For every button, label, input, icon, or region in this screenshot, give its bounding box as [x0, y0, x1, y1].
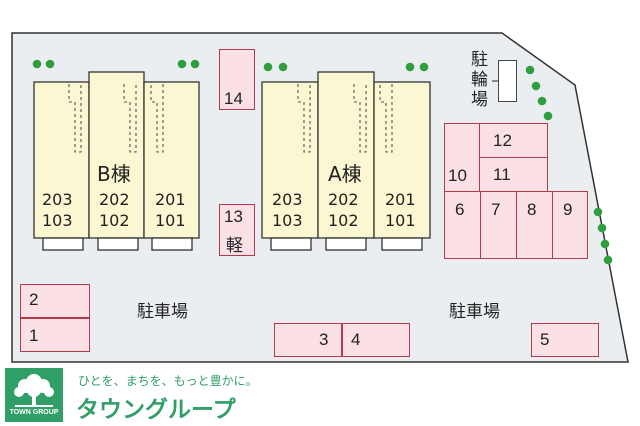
building-a-porch-center — [325, 237, 367, 251]
unit-a-101: 101 — [385, 211, 416, 230]
brand-logo: TOWN GROUP — [5, 368, 63, 422]
unit-b-102: 102 — [99, 211, 130, 230]
building-a-stair-dashes — [297, 84, 393, 153]
unit-a-102: 102 — [328, 211, 359, 230]
unit-a-203: 203 — [272, 190, 303, 209]
unit-b-103: 103 — [42, 211, 73, 230]
building-b-stair-dashes — [68, 84, 164, 153]
bicycle-parking-shed — [498, 60, 517, 102]
building-a-unit-left — [261, 81, 319, 239]
brand-slogan: ひとを、まちを、もっと豊かに。 — [78, 374, 258, 388]
brand-name-en: TOWN GROUP — [9, 409, 59, 416]
parking-space-3: 3 — [274, 323, 342, 357]
building-a-porch-right — [381, 237, 423, 251]
parking-space-1: 1 — [20, 318, 90, 352]
parking-lot-label-right: 駐車場 — [449, 302, 500, 322]
parking-space-4: 4 — [342, 323, 410, 357]
building-a — [261, 71, 431, 251]
building-a-porch-left — [270, 237, 312, 251]
building-b-unit-left — [33, 81, 90, 239]
parking-space-9: 9 — [552, 191, 588, 259]
building-a-name: A棟 — [328, 162, 362, 186]
building-b-porch-left — [42, 237, 84, 251]
unit-a-201: 201 — [385, 190, 416, 209]
building-b — [33, 71, 200, 251]
unit-a-103: 103 — [272, 211, 303, 230]
building-a-unit-center — [317, 71, 375, 239]
parking-space-5: 5 — [531, 323, 599, 357]
parking-space-12: 12 — [479, 123, 548, 158]
bicycle-parking-label: 駐輪場 — [471, 50, 488, 110]
parking-space-2: 2 — [20, 284, 90, 318]
building-b-porch-center — [97, 237, 139, 251]
building-b-unit-right — [143, 81, 200, 239]
unit-b-201: 201 — [155, 190, 186, 209]
brand-name-jp: タウングループ — [76, 397, 236, 423]
building-a-unit-right — [373, 81, 431, 239]
building-b-porch-right — [151, 237, 193, 251]
unit-b-203: 203 — [42, 190, 73, 209]
unit-b-101: 101 — [155, 211, 186, 230]
unit-b-202: 202 — [99, 190, 130, 209]
parking-space-14: 14 — [219, 49, 255, 110]
parking-space-8: 8 — [516, 191, 553, 259]
unit-a-202: 202 — [328, 190, 359, 209]
parking-space-7: 7 — [480, 191, 517, 259]
building-b-name: B棟 — [97, 162, 131, 186]
parking-lot-label-left: 駐車場 — [137, 302, 188, 322]
tree-logo-icon — [14, 374, 54, 407]
trees — [32, 59, 613, 265]
parking-space-11: 11 — [479, 157, 548, 192]
parking-space-6: 6 — [444, 191, 481, 259]
parking-space-13-kei: 13 軽 — [219, 204, 255, 256]
